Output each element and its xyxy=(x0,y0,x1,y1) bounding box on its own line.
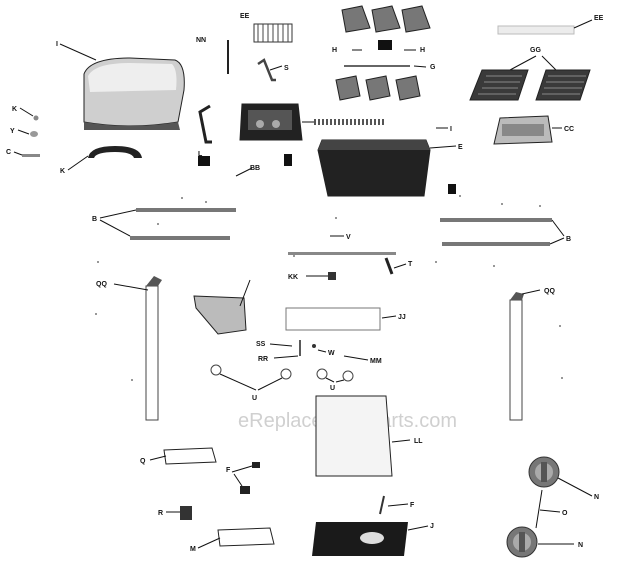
part-burners[interactable] xyxy=(335,75,421,101)
label-ee-right: EE xyxy=(594,15,604,22)
label-handle: K xyxy=(60,168,65,175)
label-k-top: K xyxy=(12,106,17,113)
label-g: G xyxy=(430,64,436,71)
label-f: F xyxy=(226,467,231,474)
label-w: W xyxy=(328,350,335,357)
label-n-bottom: N xyxy=(578,542,583,549)
part-kk[interactable] xyxy=(328,272,336,280)
label-r: R xyxy=(158,510,163,517)
part-side-bracket[interactable] xyxy=(193,295,247,335)
part-rails-left[interactable] xyxy=(130,208,236,240)
label-jj: JJ xyxy=(398,314,406,321)
part-bottom-plate[interactable] xyxy=(312,522,408,556)
part-caster-right-2[interactable] xyxy=(342,370,354,382)
label-v: V xyxy=(346,234,351,241)
part-heat-plates-top[interactable] xyxy=(341,5,431,33)
label-y: Y xyxy=(10,128,15,135)
label-gg: GG xyxy=(530,47,541,54)
part-h-block[interactable] xyxy=(378,40,392,50)
label-bb: BB xyxy=(250,165,260,172)
part-warming-rack-right[interactable] xyxy=(497,25,575,35)
part-grease-cup[interactable] xyxy=(180,506,192,520)
label-qq-left: QQ xyxy=(96,281,107,288)
part-cooking-grate-left[interactable] xyxy=(469,69,529,101)
part-warming-grid-left[interactable] xyxy=(253,23,293,43)
label-qq-right: QQ xyxy=(544,288,555,295)
part-leg-right[interactable] xyxy=(509,299,523,421)
label-u-right: U xyxy=(330,385,335,392)
part-bb-block[interactable] xyxy=(284,154,292,166)
part-caster-right-1[interactable] xyxy=(316,368,328,380)
part-knob-top[interactable] xyxy=(528,456,560,488)
part-w[interactable] xyxy=(312,344,316,348)
part-side-burner[interactable] xyxy=(493,115,553,145)
part-f-bolt[interactable] xyxy=(379,495,385,515)
label-kk: KK xyxy=(288,274,298,281)
part-firebox[interactable] xyxy=(317,139,431,197)
part-cooking-grate-right[interactable] xyxy=(535,69,591,101)
label-ee-left: EE xyxy=(240,13,250,20)
label-j: J xyxy=(430,523,434,530)
part-leg-left[interactable] xyxy=(145,285,159,421)
label-rr: RR xyxy=(258,356,268,363)
label-cc: CC xyxy=(564,126,574,133)
part-f-clip-1[interactable] xyxy=(252,462,260,468)
label-mm: MM xyxy=(370,358,382,365)
part-door[interactable] xyxy=(315,395,393,477)
part-firebox-block[interactable] xyxy=(448,184,456,194)
label-q: Q xyxy=(140,458,146,465)
label-b-left: B xyxy=(92,216,97,223)
label-ss: SS xyxy=(256,341,266,348)
part-k-small[interactable] xyxy=(33,115,39,121)
part-manifold[interactable] xyxy=(288,252,396,255)
part-back-panel[interactable] xyxy=(285,307,381,331)
part-y[interactable] xyxy=(30,131,38,137)
label-u-left: U xyxy=(252,395,257,402)
part-c[interactable] xyxy=(22,154,40,157)
label-nn: NN xyxy=(196,37,206,44)
part-drip-tray[interactable] xyxy=(163,447,217,465)
label-h-right: H xyxy=(420,47,425,54)
label-n-top: N xyxy=(594,494,599,501)
part-t-valve[interactable] xyxy=(384,257,394,275)
part-caster-left-1[interactable] xyxy=(210,364,222,376)
label-i-small: I xyxy=(450,126,452,133)
part-l-block[interactable] xyxy=(198,156,210,166)
hardware-dots xyxy=(95,195,563,381)
part-rails-right[interactable] xyxy=(440,218,552,246)
part-s-hook[interactable] xyxy=(257,58,276,82)
label-s: S xyxy=(284,65,289,72)
label-f-lower: F xyxy=(410,502,415,509)
part-lid[interactable] xyxy=(83,57,185,130)
label-e: E xyxy=(458,144,463,151)
label-h-left: H xyxy=(332,47,337,54)
label-l: L xyxy=(198,151,203,158)
part-caster-left-2[interactable] xyxy=(280,368,292,380)
label-lid: I xyxy=(56,41,58,48)
part-l-bracket[interactable] xyxy=(198,104,212,144)
part-bottom-tray[interactable] xyxy=(217,527,275,547)
part-lid-handle[interactable] xyxy=(88,146,142,158)
label-b-right: B xyxy=(566,236,571,243)
label-o: O xyxy=(562,510,568,517)
part-control-panel[interactable] xyxy=(239,103,303,141)
part-f-clip-2[interactable] xyxy=(240,486,250,494)
label-t: T xyxy=(408,261,413,268)
part-knob-bottom[interactable] xyxy=(506,526,538,558)
label-c: C xyxy=(6,149,11,156)
label-m: M xyxy=(190,546,196,553)
label-ll: LL xyxy=(414,438,423,445)
